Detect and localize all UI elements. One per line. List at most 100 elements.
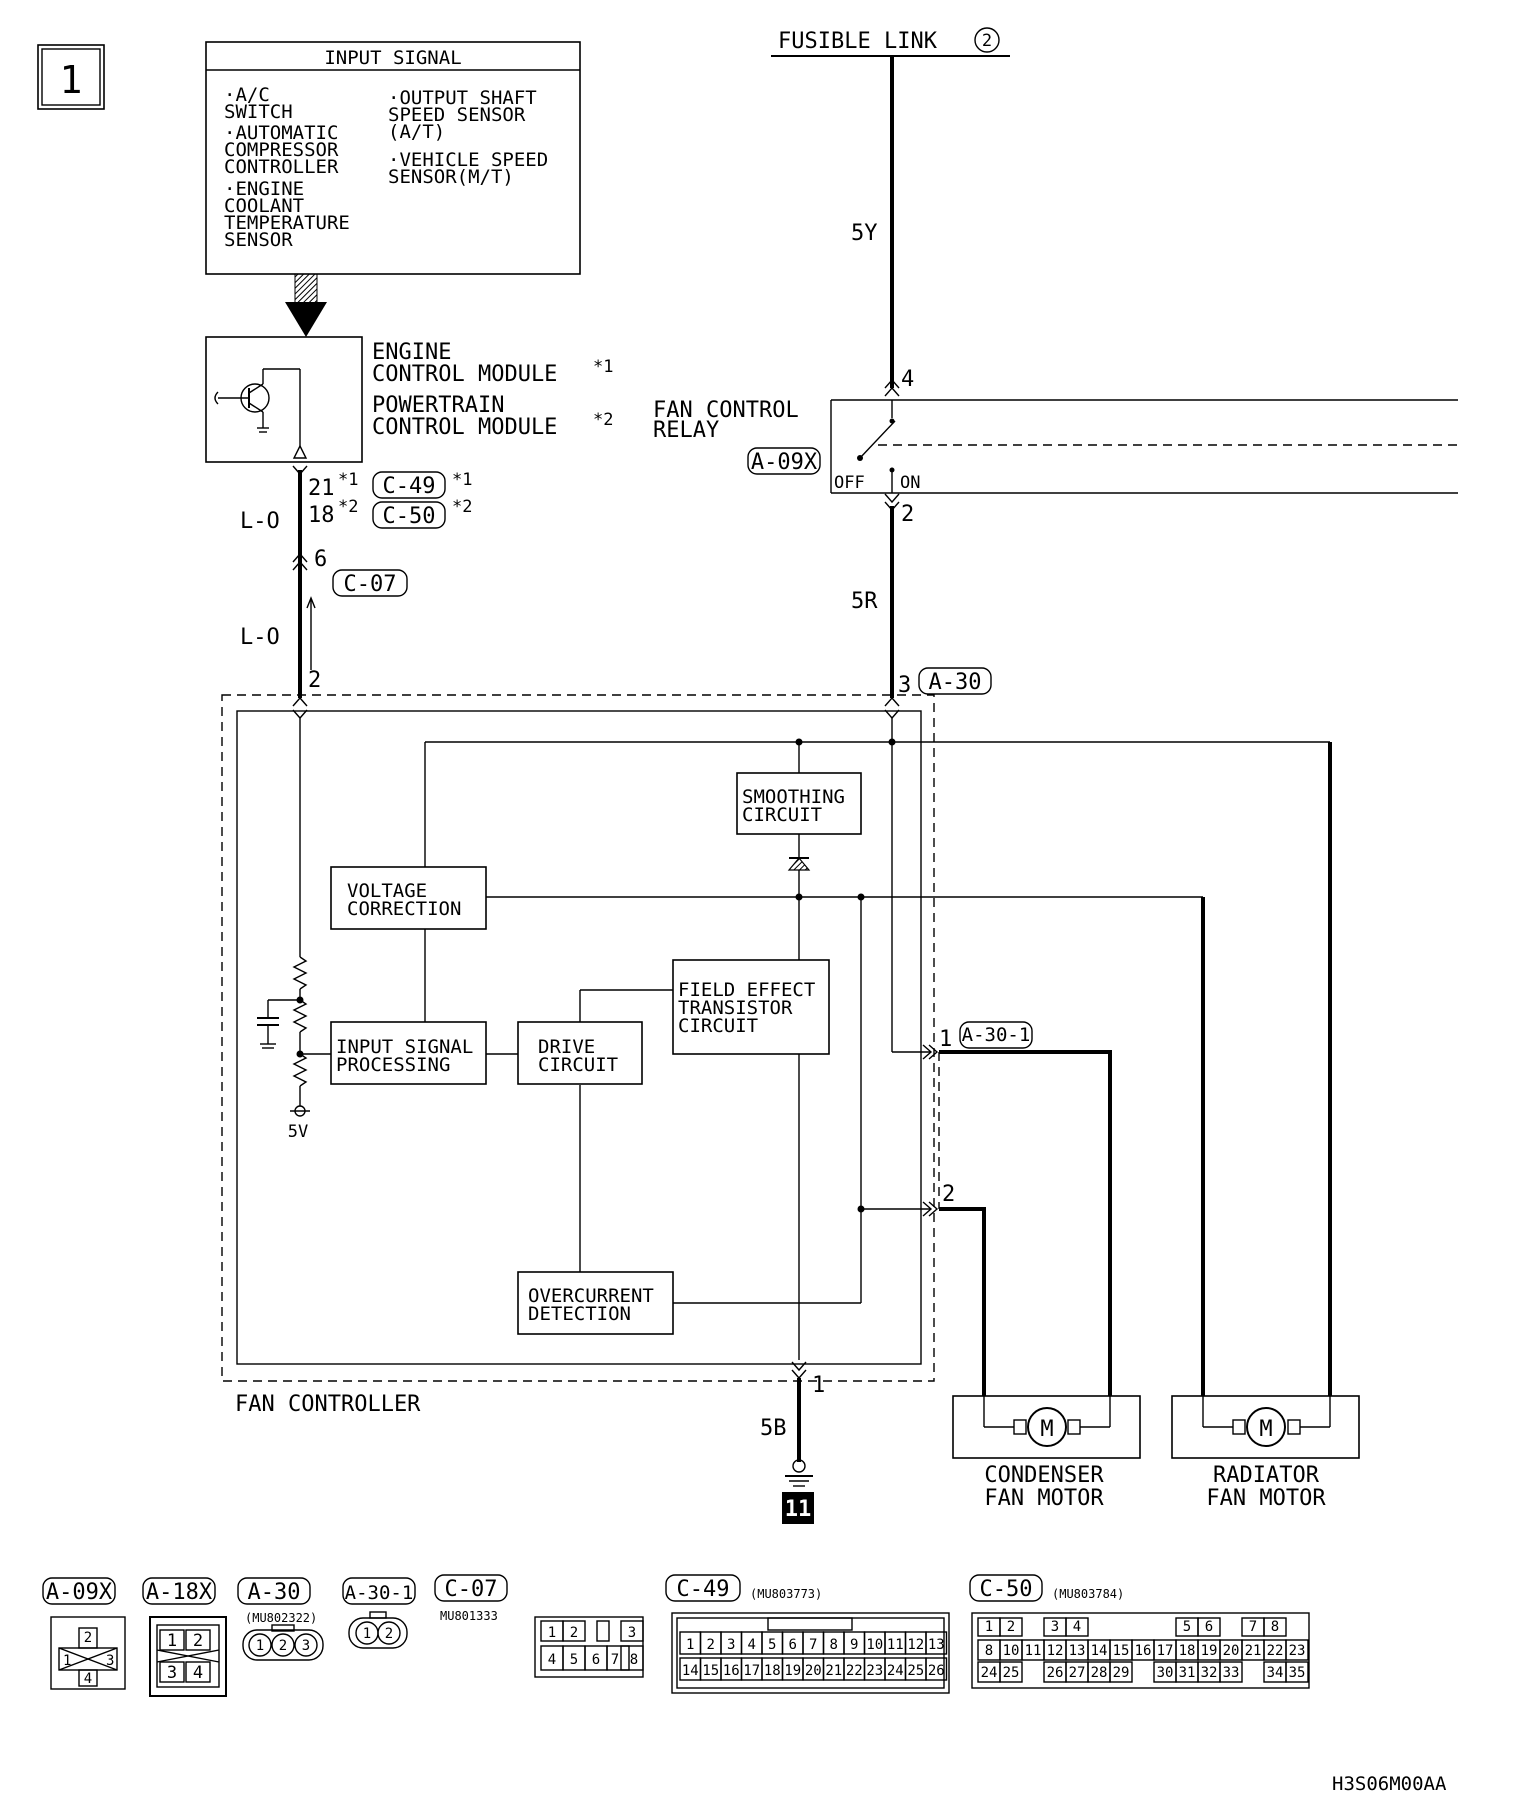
wire-color-5b: 5B <box>760 1416 787 1441</box>
connector-pin: 14 <box>682 1663 699 1679</box>
smoothing-line2: CIRCUIT <box>742 804 822 826</box>
relay-pin-4: 4 <box>901 367 914 392</box>
input-line2: PROCESSING <box>336 1054 450 1076</box>
ecm-sup1: *1 <box>593 357 613 377</box>
wire-5r: 2 5R 3 A-30 <box>851 493 992 720</box>
fusible-link-label: FUSIBLE LINK <box>778 29 938 54</box>
connector-pin: 3 <box>167 1663 177 1683</box>
legend-c50-label: C-50 <box>980 1577 1033 1602</box>
input-item: ·ENGINE <box>224 178 304 200</box>
connector-pin-cell <box>1219 1661 1243 1683</box>
connector-pin: 13 <box>1069 1643 1086 1659</box>
connector-pin: 6 <box>1205 1619 1213 1635</box>
connector-a30-1-face: 1 2 <box>348 1611 408 1649</box>
connector-pin: 1 <box>548 1625 556 1641</box>
figure-code: H3S06M00AA <box>1332 1773 1447 1795</box>
connector-c07-face: 1 2 3 4 5 6 7 8 <box>534 1616 644 1678</box>
connector-pin: 12 <box>1047 1643 1064 1659</box>
ecm-line1: ENGINE <box>372 340 451 365</box>
a30-1-pin-2: 2 <box>942 1182 955 1207</box>
overcurrent-line2: DETECTION <box>528 1303 631 1325</box>
connector-pin: 3 <box>302 1638 310 1654</box>
connector-pin-cell <box>925 1631 948 1655</box>
connector-pin: 28 <box>1091 1665 1108 1681</box>
fet-circuit-block: FIELD EFFECT TRANSISTOR CIRCUIT <box>672 959 830 1055</box>
wire-5y: 5Y 4 <box>851 56 914 397</box>
five-volt-label: 5V <box>288 1122 308 1142</box>
connector-c49-label: C-49 <box>383 474 436 499</box>
page-number: 1 <box>60 58 83 102</box>
fet-line1: FIELD EFFECT <box>678 979 815 1001</box>
connector-c50-label: C-50 <box>383 504 436 529</box>
connector-pin: 20 <box>805 1663 822 1679</box>
connector-pin: 22 <box>1267 1643 1284 1659</box>
wire-l-o: L-O L-O 6 C-07 2 <box>240 465 408 720</box>
condenser-label-1: CONDENSER <box>984 1463 1104 1488</box>
legend-c07-label: C-07 <box>445 1577 498 1602</box>
connector-pin: 4 <box>193 1663 203 1683</box>
connector-pin: 2 <box>279 1638 287 1654</box>
ground-number: 11 <box>785 1497 812 1522</box>
connector-pin: 3 <box>106 1653 114 1669</box>
motor-icon <box>1246 1407 1286 1447</box>
legend-a30-1-label: A-30-1 <box>345 1582 414 1604</box>
ecm-pin-21: 21 <box>308 476 335 501</box>
ecm-label: ENGINE CONTROL MODULE *1 POWERTRAIN CONT… <box>372 340 613 440</box>
connector-pin: 3 <box>628 1625 636 1641</box>
ground-wire-5b: 1 5B 11 <box>760 1361 825 1524</box>
internal-wiring: 5V <box>257 718 1330 1360</box>
legend-a18x-label: A-18X <box>146 1580 213 1605</box>
input-item: COOLANT <box>224 195 304 217</box>
smoothing-circuit-block: SMOOTHING CIRCUIT <box>736 772 862 835</box>
connector-pin-cell <box>1065 1617 1089 1637</box>
connector-pin: 33 <box>1223 1665 1240 1681</box>
connector-c07-label: C-07 <box>344 572 397 597</box>
connector-pin: 24 <box>887 1663 904 1679</box>
input-item: TEMPERATURE <box>224 212 350 234</box>
input-item: SENSOR(M/T) <box>388 166 514 188</box>
connector-a18x-face: 1 2 3 4 <box>149 1616 227 1697</box>
connector-a09x-face: 2 1 3 4 <box>50 1616 126 1690</box>
legend-c49-label: C-49 <box>677 1577 730 1602</box>
connector-legend: A-09X 2 1 3 4 A-18X 1 2 3 <box>42 1574 1310 1697</box>
wire-color-5r: 5R <box>851 589 878 614</box>
relay-label-line1: FAN CONTROL <box>653 398 799 423</box>
input-item: SPEED SENSOR <box>388 104 526 126</box>
legend-a30-part: (MU802322) <box>245 1611 317 1625</box>
ecm-pin-18-sup: *2 <box>338 497 358 517</box>
fan-controller-label: FAN CONTROLLER <box>235 1392 421 1417</box>
connector-pin: 4 <box>748 1637 756 1653</box>
drive-line1: DRIVE <box>538 1036 595 1058</box>
motor-icon <box>1027 1407 1067 1447</box>
connector-pin: 7 <box>1249 1619 1257 1635</box>
connector-pin: 21 <box>1245 1643 1262 1659</box>
voltage-line2: CORRECTION <box>347 898 461 920</box>
connector-pin: 16 <box>723 1663 740 1679</box>
connector-pin: 23 <box>866 1663 883 1679</box>
a30-pin-3: 3 <box>898 673 911 698</box>
connector-pin-cell <box>1285 1639 1309 1661</box>
connector-pin: 9 <box>850 1637 858 1653</box>
connector-pin: 7 <box>809 1637 817 1653</box>
connector-pin: 1 <box>985 1619 993 1635</box>
connector-c49-sup: *1 <box>452 470 472 490</box>
connector-pin: 26 <box>1047 1665 1064 1681</box>
connector-pin: 19 <box>1201 1643 1218 1659</box>
wire-color-5y: 5Y <box>851 221 878 246</box>
connector-pin: 30 <box>1157 1665 1174 1681</box>
voltage-correction-block: VOLTAGE CORRECTION <box>330 866 487 930</box>
input-item: ·VEHICLE SPEED <box>388 149 548 171</box>
ecm-pin-18: 18 <box>308 503 335 528</box>
connector-pin: 32 <box>1201 1665 1218 1681</box>
connector-pin: 25 <box>907 1663 924 1679</box>
connector-pin: 5 <box>768 1637 776 1653</box>
pcm-line1: POWERTRAIN <box>372 393 504 418</box>
legend-a30-label: A-30 <box>248 1580 301 1605</box>
overcurrent-line1: OVERCURRENT <box>528 1285 654 1307</box>
input-item: COMPRESSOR <box>224 139 339 161</box>
connector-pin: 35 <box>1289 1665 1306 1681</box>
connector-pin: 8 <box>1271 1619 1279 1635</box>
ground-icon <box>792 1459 806 1473</box>
connector-pin: 20 <box>1223 1643 1240 1659</box>
